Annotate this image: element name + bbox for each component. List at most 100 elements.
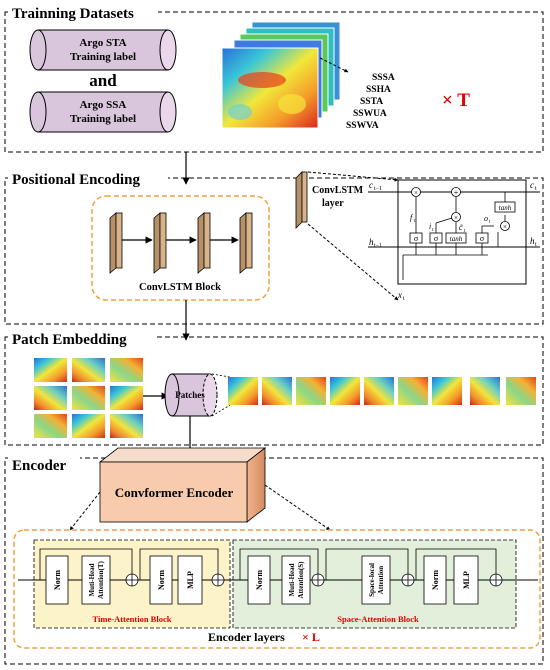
- h-prev-subscript: t−1: [374, 243, 382, 249]
- repeat-t-label: × T: [442, 90, 470, 111]
- c-out-subscript: t: [535, 186, 537, 192]
- encoder-box-label: Convformer Encoder: [115, 485, 234, 500]
- cylinder-label: Argo STA: [79, 37, 126, 49]
- tanh-gate-box: [445, 232, 467, 244]
- sigma-gate-box: [475, 232, 489, 244]
- multiply-op-label: ×: [414, 189, 418, 197]
- h-out-label: h: [530, 236, 535, 246]
- database-cylinder-sta: Argo STA Training label: [29, 29, 177, 71]
- attention-label: Muti-Head: [88, 563, 96, 596]
- x-input-label: x: [397, 290, 402, 300]
- tanh-gate-label: tanh: [450, 235, 463, 243]
- patch-sequence: [228, 377, 536, 405]
- variable-label: SSSA: [372, 73, 395, 83]
- output-gate-label: o: [484, 214, 488, 223]
- variable-label: SSWUA: [353, 109, 387, 119]
- variable-label: SSHA: [366, 85, 391, 95]
- c-prev-subscript: t−1: [374, 186, 382, 192]
- c-out-label: c: [530, 180, 534, 190]
- norm-box: [247, 555, 271, 605]
- attention-label: Attention(S): [297, 561, 305, 599]
- c-prev-label: c: [369, 180, 373, 190]
- mlp-box: [177, 555, 203, 605]
- sigma-gate-box: [409, 232, 423, 244]
- sigma-gate-label: σ: [414, 234, 419, 243]
- patches-cylinder: Patches: [164, 373, 218, 417]
- encoder-layers-times: × L: [302, 630, 320, 644]
- space-block-title: Space-Attention Block: [337, 614, 419, 624]
- and-label: and: [89, 71, 117, 90]
- norm-label: Norm: [255, 570, 264, 590]
- h-prev-label: h: [369, 237, 374, 247]
- convlstm-block-frame: [91, 195, 270, 301]
- section-title: Positional Encoding: [12, 172, 140, 188]
- section-frame: [4, 336, 544, 446]
- cylinder-label: Training label: [70, 113, 136, 125]
- lstm-cell-diagram: c t−1 c t h t−1 h t x t: [368, 179, 540, 302]
- space-attention-block: Norm Muti-Head Attention(S) Space-local …: [224, 539, 538, 629]
- attention-box: [81, 555, 111, 605]
- time-attention-block: Norm Muti-Head Attention(T) Norm MLP Tim…: [18, 539, 231, 629]
- local-attention-box: [361, 555, 391, 605]
- h-out-subscript: t: [535, 242, 537, 248]
- attention-label: Attention(T): [97, 560, 105, 598]
- norm-label: Norm: [53, 570, 62, 590]
- convlstm-layer-label: ConvLSTM: [312, 185, 364, 196]
- local-attention-label: Attention: [377, 566, 385, 594]
- forget-gate-subscript: t: [414, 219, 416, 224]
- encoder-layers-frame: [13, 529, 541, 649]
- add-op-label: +: [454, 188, 459, 197]
- input-gate-label: i: [429, 222, 431, 231]
- local-attention-label: Space-local: [368, 563, 376, 597]
- convlstm-layers: [109, 212, 253, 274]
- section-training-datasets: Trainning Datasets Argo STA Training lab…: [4, 3, 544, 153]
- section-positional-encoding: Positional Encoding: [4, 169, 544, 325]
- cylinder-label: Argo SSA: [80, 99, 127, 111]
- patch-grid: [34, 358, 143, 438]
- x-input-subscript: t: [403, 296, 405, 302]
- time-block-title: Time-Attention Block: [93, 614, 172, 624]
- tanh-output-box: [494, 201, 516, 213]
- forget-gate-label: f: [410, 213, 414, 222]
- mlp-label: MLP: [462, 571, 471, 589]
- section-frame: [4, 177, 544, 325]
- multiply-op-icon: [411, 187, 421, 197]
- title-bg: [8, 3, 158, 23]
- cylinder-label: Training label: [70, 51, 136, 63]
- multiply-op-icon: [451, 212, 461, 222]
- candidate-subscript: t: [464, 229, 466, 234]
- variable-label: SSTA: [360, 97, 383, 107]
- tanh-output-label: tanh: [499, 204, 512, 212]
- patches-label: Patches: [175, 390, 205, 400]
- multiply-op-icon: [500, 221, 510, 231]
- multiply-op-label: ×: [503, 223, 507, 231]
- encoder-layers-label: Encoder layers: [208, 630, 285, 644]
- variable-heatmap-stack: [221, 21, 341, 129]
- section-title: Trainning Datasets: [12, 6, 134, 22]
- section-patch-embedding: Patch Embedding Patches: [4, 329, 544, 446]
- add-op-icon: [451, 187, 461, 197]
- database-cylinder-ssa: Argo SSA Training label: [29, 91, 177, 133]
- section-frame: [4, 457, 544, 665]
- convlstm-layer-label: layer: [322, 198, 344, 209]
- mlp-label: MLP: [186, 571, 195, 589]
- attention-box: [281, 555, 311, 605]
- norm-box: [423, 555, 447, 605]
- sigma-gate-label: σ: [434, 234, 439, 243]
- candidate-label: c̃: [459, 223, 464, 232]
- convformer-encoder-box: Convformer Encoder: [98, 447, 267, 523]
- norm-label: Norm: [157, 570, 166, 590]
- section-frame: [4, 11, 544, 153]
- section-title: Encoder: [12, 458, 67, 474]
- convlstm-layer-icon: [295, 171, 308, 229]
- input-gate-subscript: t: [432, 228, 434, 233]
- multiply-op-label: ×: [454, 214, 458, 222]
- attention-label: Muti-Head: [288, 563, 296, 596]
- output-gate-subscript: t: [489, 220, 491, 225]
- section-encoder: Encoder Convformer Encoder Norm Muti-Hea…: [4, 447, 544, 665]
- norm-box: [45, 555, 69, 605]
- sigma-gate-box: [429, 232, 443, 244]
- section-title: Patch Embedding: [12, 332, 127, 348]
- norm-label: Norm: [431, 570, 440, 590]
